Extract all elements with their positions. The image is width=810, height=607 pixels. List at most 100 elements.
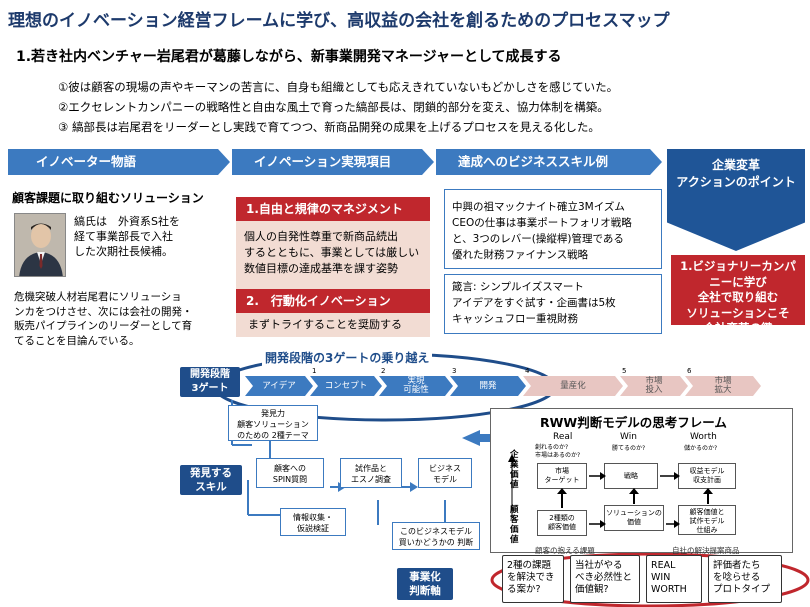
spin-line: SPIN質問	[272, 475, 308, 484]
judgment-side-line: 判断軸	[409, 585, 441, 597]
action-innovation-body: まずトライすることを奨励する	[236, 313, 430, 337]
judge-line: このビジネスモデル	[400, 527, 472, 536]
criteria-line: 価値観?	[575, 584, 609, 595]
info-gathering-box: 情報収集・ 仮説検証	[280, 508, 346, 536]
arrow-head	[703, 488, 713, 494]
cell-line: 顧客価値	[548, 523, 576, 531]
rww-title: RWW判断モデルの思考フレーム	[540, 415, 727, 430]
prototype-survey-box: 試作品と エスノ調査	[340, 458, 402, 488]
rww-axis-corporate: 企業価値	[510, 450, 519, 490]
reform-point-line: 1.ビジョナリーカンパ	[680, 259, 796, 273]
rww-cell-profit: 収益モデル 収支計画	[678, 463, 736, 489]
cell-line: 収益モデル	[689, 467, 725, 475]
skills-side-line: 発見する	[190, 467, 232, 479]
cell-line: 2種類の	[549, 514, 575, 522]
biz-line: モデル	[433, 475, 457, 484]
profile-line: 縞氏は 外資系S社を	[74, 215, 180, 228]
gate-number: 1	[312, 367, 317, 375]
gate-number: 5	[622, 367, 627, 375]
arrow-head	[600, 472, 606, 480]
arrow-head	[410, 482, 418, 492]
business-model-box: ビジネス モデル	[418, 458, 472, 488]
management-line: 個人の自発性尊重で新商品続出	[244, 230, 398, 243]
arrow-head	[462, 430, 490, 446]
arrow-head	[674, 520, 680, 528]
rww-cell-solution: ソリューションの 価値	[604, 505, 664, 531]
criteria-line: を解決でき	[507, 572, 555, 583]
discovery-power-box: 発見力 顧客ソリューション のための 2種テーマ	[228, 405, 318, 441]
criteria-line: 当社がやる	[575, 560, 623, 571]
gate-side-label: 開発段階 3ゲート	[180, 367, 240, 397]
chevron-innovator-story: イノベーター物語	[8, 149, 230, 175]
criteria-line: る案か?	[507, 584, 541, 595]
gate-number: 4	[525, 367, 530, 375]
management-line: 数値目標の達成基準を課す姿勢	[244, 262, 398, 275]
cell-line: 市場	[555, 467, 569, 475]
philosophy-line: と、3つのレバー(操縦桿)管理である	[452, 233, 624, 245]
criteria-necessity: 当社がやる べき必然性と 価値観?	[570, 555, 640, 603]
real-question: 創れるのか?	[535, 444, 569, 451]
cell-line: 試作モデル	[689, 517, 725, 525]
chevron-business-skills: 達成へのビジネススキル例	[436, 149, 662, 175]
management-line: するとともに、事業としては厳しい	[244, 246, 420, 259]
gate-side-line: 3ゲート	[191, 383, 229, 394]
left-heading: 顧客課題に取り組むソリューション	[12, 191, 204, 205]
rww-col-worth: Worth	[690, 432, 717, 442]
criteria-prototype: 評価者たち を唸らせる プロトタイプ	[708, 555, 782, 603]
criteria-line: プロトタイプ	[713, 584, 771, 595]
rww-cell-two-values: 2種類の 顧客価値	[537, 510, 587, 536]
spin-line: 顧客への	[274, 464, 306, 473]
reform-point-line: ニーに学び	[709, 274, 767, 289]
cell-line: 価値	[627, 518, 641, 526]
stage-idea: アイデア	[245, 376, 313, 396]
criteria-line: WORTH	[651, 584, 687, 595]
discovery-line: のための 2種テーマ	[237, 431, 309, 440]
criteria-line: べき必然性と	[575, 572, 633, 583]
gate-ellipse-label: 開発段階の3ゲートの乗り越え	[262, 349, 433, 366]
cell-line: 仕組み	[696, 526, 718, 534]
rww-arrows	[508, 454, 713, 528]
stage-feasibility: 実現 可能性	[379, 376, 453, 396]
info-line: 仮説検証	[297, 524, 329, 533]
criteria-line: 評価者たち	[713, 560, 761, 571]
criteria-line: REAL	[651, 560, 676, 571]
judgment-side-line: 事業化	[409, 571, 441, 583]
desc-line: ンカをつけさせ、次には会社の開発・	[14, 305, 193, 318]
cell-line: ターゲット	[544, 476, 580, 484]
discovery-line: 発見力	[261, 409, 285, 418]
judgment-ellipse	[490, 552, 810, 607]
discovery-line: 顧客ソリューション	[237, 420, 309, 429]
action-innovation-text: まずトライすることを奨励する	[248, 318, 402, 331]
chevron-label: 達成へのビジネススキル例	[458, 154, 609, 169]
biz-line: ビジネス	[429, 464, 461, 473]
arrow-head	[600, 520, 606, 528]
stage-mass-production: 量産化	[523, 376, 623, 396]
criteria-two-issues: 2種の課題 を解決でき る案か?	[502, 555, 564, 603]
page-title: 理想のイノベーション経営フレームに学び、高収益の会社を創るためのプロセスマップ	[8, 11, 670, 31]
stage-market-expansion: 市場 拡大	[685, 376, 761, 396]
3m-philosophy-box: 中興の祖マックナイト確立3Mイズム CEOの仕事は事業ポートフォリオ戦略 と、3…	[444, 189, 662, 269]
judgment-side-label: 事業化 判断軸	[397, 568, 453, 600]
rww-col-win: Win	[620, 432, 637, 442]
criteria-line: 2種の課題	[507, 560, 552, 571]
cell-line: 顧客価値と	[689, 508, 725, 516]
spin-question-box: 顧客への SPIN質問	[256, 458, 324, 488]
reform-header-line1: 企業変革	[711, 158, 760, 172]
philosophy-line: 優れた財務ファイナンス戦略	[452, 249, 589, 261]
point-1: ①彼は顧客の現場の声やキーマンの苦言に、自身も組織としても応えきれていないもどか…	[58, 80, 619, 94]
gate-number: 6	[687, 367, 692, 375]
arrow-head	[508, 454, 516, 462]
criteria-line: を唸らせる	[713, 572, 761, 583]
chevron-label: イノペーション実現項目	[254, 154, 392, 169]
cell-line: 戦略	[624, 472, 638, 480]
criteria-line: WIN	[651, 572, 671, 583]
gate-number: 3	[452, 367, 457, 375]
stage-market-launch: 市場 投入	[620, 376, 688, 396]
arrow-head	[629, 488, 639, 494]
manager-profile: 縞氏は 外資系S社を 経て事業部長で入社 した次期社長候補。	[74, 214, 224, 259]
maxim-line: 箴言: シンプルイズスマート	[452, 281, 584, 293]
point-2: ②エクセレントカンパニーの戦略性と自由な風土で育った縞部長は、閉鎖的部分を変え、…	[58, 100, 609, 114]
management-body: 個人の自発性尊重で新商品続出 するとともに、事業としては厳しい 数値目標の達成基…	[236, 221, 430, 289]
gate-side-line: 開発段階	[190, 369, 230, 380]
rww-worth-question: 儲かるのか?	[684, 445, 718, 452]
